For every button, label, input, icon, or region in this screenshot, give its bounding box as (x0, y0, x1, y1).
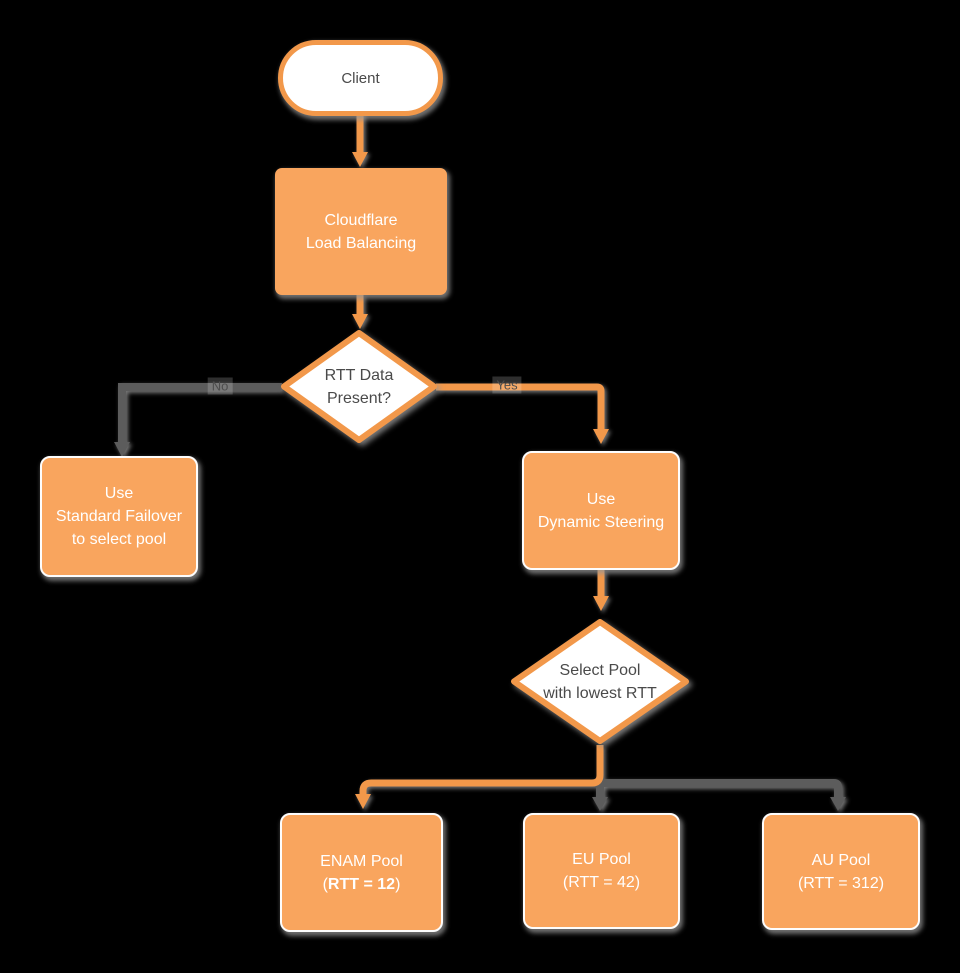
select-pool-diamond-shape (511, 619, 689, 744)
edge-au-branch (600, 779, 846, 811)
node-eu-pool: EU Pool (RTT = 42) (523, 813, 680, 929)
node-au-pool: AU Pool (RTT = 312) (762, 813, 920, 930)
enam-rtt-value: RTT = 12 (327, 875, 396, 893)
node-cloudflare-load-balancing: Cloudflare Load Balancing (275, 168, 447, 295)
node-select-pool-text: Select Pool with lowest RTT (510, 618, 690, 745)
dynamic-steering-line2: Dynamic Steering (537, 513, 665, 531)
standard-failover-line3: to select pool (71, 531, 167, 548)
node-rtt-decision: RTT Data Present? (280, 329, 438, 444)
node-cloudflare-line1: Cloudflare (324, 211, 398, 229)
node-cloudflare-line2: Load Balancing (305, 234, 417, 252)
rtt-decision-diamond-shape (281, 330, 437, 443)
edge-label-no: No (207, 377, 233, 395)
eu-pool-line1: EU Pool (572, 851, 631, 868)
edge-steering-to-select (593, 570, 609, 611)
standard-failover-line2: Standard Failover (55, 508, 183, 525)
standard-failover-line1: Use (104, 485, 134, 502)
dynamic-steering-line1: Use (586, 490, 616, 508)
edge-client-to-lb (352, 112, 368, 167)
node-enam-pool: ENAM Pool (RTT = 12) (280, 813, 443, 932)
rtt-decision-line2: Present? (326, 389, 392, 407)
au-pool-line1: AU Pool (811, 851, 871, 869)
node-client-label: Client (341, 69, 380, 87)
au-pool-line2: (RTT = 312) (797, 874, 885, 892)
enam-pool-line1: ENAM Pool (320, 852, 403, 870)
edge-yes-branch (436, 383, 609, 444)
edge-enam-branch (355, 745, 604, 809)
eu-pool-line2: (RTT = 42) (562, 874, 641, 891)
node-select-pool: Select Pool with lowest RTT (510, 618, 690, 745)
enam-pool-line2: (RTT = 12) (323, 873, 401, 896)
node-client: Client (278, 40, 443, 116)
node-rtt-decision-text: RTT Data Present? (280, 329, 438, 444)
enam-rtt-close-paren: ) (395, 875, 401, 893)
edge-no-branch (114, 383, 282, 457)
edge-label-yes: Yes (492, 376, 522, 394)
enam-rtt-open-paren: ( (322, 875, 328, 893)
rtt-decision-line1: RTT Data (324, 366, 394, 384)
edge-lb-to-decision (352, 295, 368, 329)
select-pool-line2: with lowest RTT (543, 684, 657, 702)
select-pool-line1: Select Pool (559, 661, 641, 679)
node-dynamic-steering: Use Dynamic Steering (522, 451, 680, 570)
node-standard-failover: Use Standard Failover to select pool (40, 456, 198, 577)
